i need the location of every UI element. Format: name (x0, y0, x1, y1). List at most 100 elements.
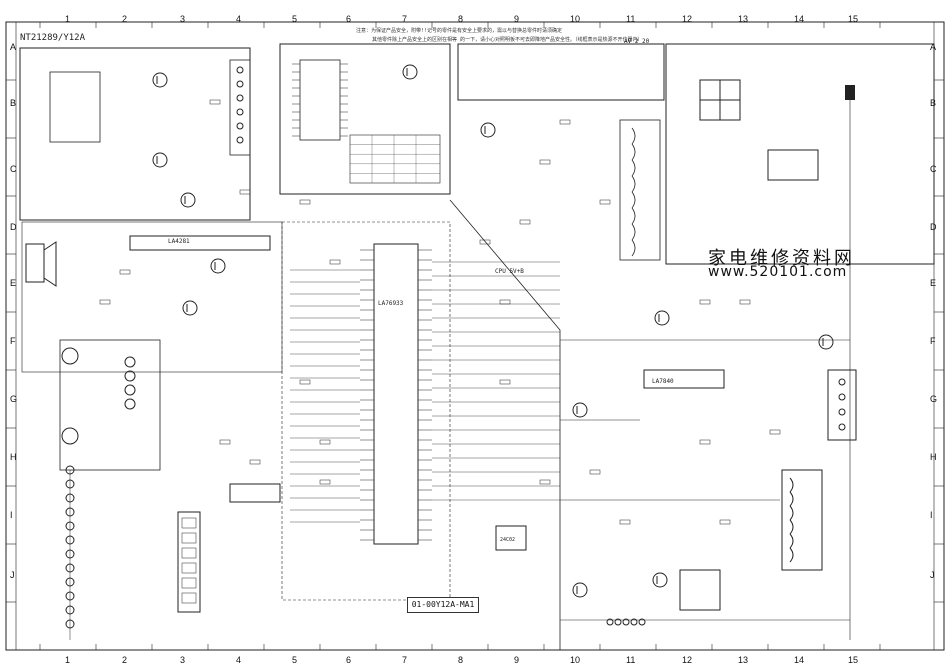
grid-col-bottom-13: 13 (738, 655, 749, 665)
grid-row-left-E: E (10, 278, 17, 288)
speaker-left (25, 243, 45, 283)
yoke-pin (838, 423, 846, 431)
coil (631, 143, 636, 161)
keypad-key (181, 532, 197, 544)
transistor-symbol (818, 334, 834, 350)
coil (631, 223, 636, 241)
grid-col-bottom-1: 1 (65, 655, 71, 665)
vertical-ic-body (643, 369, 725, 389)
av-socket-top (61, 347, 79, 365)
grid-col-top-9: 9 (514, 14, 520, 24)
crt-section-box (19, 47, 251, 221)
safety-notice-line-2: 其他零件除上产品安全上的区别在相等 的一下，请小心对照明板不可去即降地产品安全性… (372, 37, 643, 43)
eeprom-body (495, 525, 527, 551)
resistor-symbol (599, 199, 611, 205)
grid-col-top-15: 15 (848, 14, 859, 24)
transistor-symbol (182, 300, 198, 316)
grid-row-right-B: B (930, 98, 937, 108)
resistor-symbol (619, 519, 631, 525)
crt-pin (236, 94, 244, 102)
transistor-symbol (654, 310, 670, 326)
grid-row-left-G: G (10, 394, 18, 404)
grid-col-top-3: 3 (180, 14, 186, 24)
resistor-symbol (589, 469, 601, 475)
yoke-pin (838, 378, 846, 386)
cpu-chip (299, 59, 341, 141)
flyback-transformer (781, 469, 823, 571)
transistor-symbol (402, 64, 418, 80)
ac-input-label: AV 2 20 (624, 38, 650, 45)
transistor-symbol (572, 402, 588, 418)
resistor-symbol (329, 259, 341, 265)
bottom-connector-pin (606, 618, 614, 626)
resistor-symbol (319, 439, 331, 445)
grid-col-bottom-2: 2 (122, 655, 128, 665)
coil (631, 239, 636, 257)
resistor-symbol (719, 519, 731, 525)
watermark-chinese: 家电维修资料网 (708, 248, 855, 269)
transistor-symbol (210, 258, 226, 274)
resistor-symbol (499, 299, 511, 305)
keypad-key (181, 592, 197, 604)
regulator-ic-label: LA7840 (652, 378, 674, 385)
transistor-symbol (152, 72, 168, 88)
bottom-connector-pin (638, 618, 646, 626)
resistor-symbol (539, 479, 551, 485)
inner-frame (15, 21, 935, 651)
grid-col-top-2: 2 (122, 14, 128, 24)
grid-row-right-C: C (930, 164, 937, 174)
audio-ic-body (129, 235, 271, 251)
cpu-box (279, 43, 451, 195)
voltage-tag: CPU 5V+B (495, 268, 524, 275)
grid-col-top-10: 10 (570, 14, 581, 24)
grid-col-top-12: 12 (682, 14, 693, 24)
resistor-symbol (499, 379, 511, 385)
power-supply-box (665, 43, 935, 265)
grid-col-bottom-14: 14 (794, 655, 805, 665)
grid-row-left-C: C (10, 164, 17, 174)
resistor-symbol (739, 299, 751, 305)
grid-col-top-4: 4 (236, 14, 242, 24)
grid-row-left-F: F (10, 336, 16, 346)
keypad-key (181, 547, 197, 559)
bottom-connector-pin (630, 618, 638, 626)
keypad-key (181, 562, 197, 574)
resistor-symbol (219, 439, 231, 445)
grid-col-bottom-6: 6 (346, 655, 352, 665)
safety-notice-line-1: 注意：为保证产品安全，附带!!记号的零件是有安全上要求的，需以与替换总零件时请须… (356, 28, 563, 34)
grid-col-top-13: 13 (738, 14, 749, 24)
grid-col-top-1: 1 (65, 14, 71, 24)
yoke-pin (838, 408, 846, 416)
resistor-symbol (699, 439, 711, 445)
grid-row-right-I: I (930, 510, 933, 520)
keypad-strip (177, 511, 201, 613)
grid-row-left-B: B (10, 98, 17, 108)
resistor-symbol (249, 459, 261, 465)
bottom-connector-pin (622, 618, 630, 626)
crt-pin (236, 136, 244, 144)
grid-col-top-11: 11 (626, 14, 636, 24)
grid-col-top-8: 8 (458, 14, 464, 24)
crt-pin (236, 80, 244, 88)
flyback-coil (789, 477, 794, 493)
hdrive-transformer (679, 569, 721, 611)
audio-section-box (21, 221, 283, 373)
grid-row-left-A: A (10, 42, 17, 52)
grid-col-top-14: 14 (794, 14, 805, 24)
grid-col-bottom-7: 7 (402, 655, 408, 665)
yoke-pin (838, 393, 846, 401)
resistor-symbol (319, 479, 331, 485)
crt-connector (229, 59, 251, 156)
resistor-symbol (699, 299, 711, 305)
av-jack-block (59, 339, 161, 471)
keypad-key (181, 517, 197, 529)
resistor-symbol (769, 429, 781, 435)
chassis-boundary (281, 221, 451, 601)
grid-row-right-F: F (930, 336, 936, 346)
keypad-key (181, 577, 197, 589)
grid-col-bottom-10: 10 (570, 655, 581, 665)
av-socket-bottom (61, 427, 79, 445)
grid-col-bottom-12: 12 (682, 655, 693, 665)
bottom-connector-pin (614, 618, 622, 626)
grid-row-left-J: J (10, 570, 15, 580)
